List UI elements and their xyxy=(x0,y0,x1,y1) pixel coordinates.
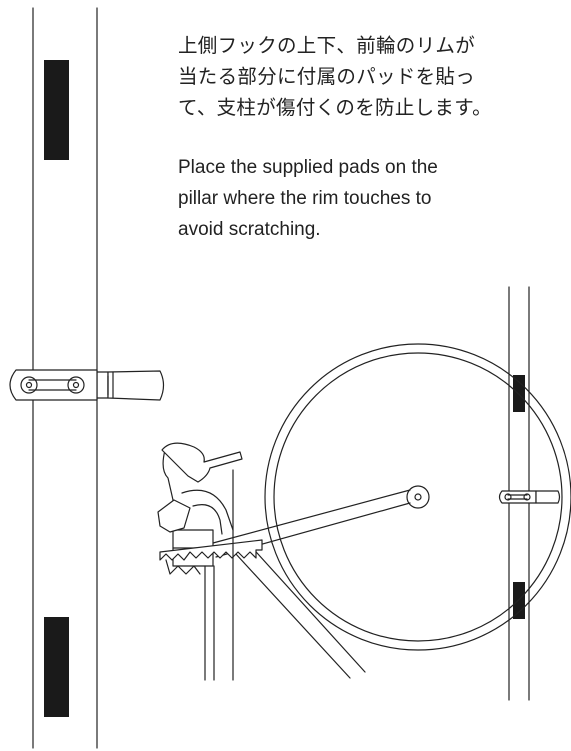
lower-protective-pad xyxy=(44,617,69,717)
instruction-english: Place the supplied pads on the pillar wh… xyxy=(178,152,548,245)
bike-hook-icon xyxy=(9,369,165,401)
overview-hook xyxy=(498,490,561,504)
bicycle-frame xyxy=(157,442,411,681)
bicycle-wheel-icon xyxy=(264,343,571,651)
instruction-jp-line: 上側フックの上下、前輪のリムが xyxy=(178,34,476,57)
pillar-detail xyxy=(9,7,165,749)
instruction-jp-line: 当たる部分に付属のパッドを貼っ xyxy=(178,65,475,88)
instruction-jp-line: て、支柱が傷付くのを防止します。 xyxy=(178,96,492,119)
overview-upper-pad xyxy=(513,375,525,412)
overview-lower-pad xyxy=(513,582,525,619)
instruction-en-line: pillar where the rim touches to xyxy=(178,188,432,209)
instruction-en-line: Place the supplied pads on the xyxy=(178,157,438,178)
instruction-en-line: avoid scratching. xyxy=(178,219,321,240)
instruction-japanese: 上側フックの上下、前輪のリムが 当たる部分に付属のパッドを貼っ て、支柱が傷付く… xyxy=(178,30,548,123)
upper-protective-pad xyxy=(44,60,69,160)
